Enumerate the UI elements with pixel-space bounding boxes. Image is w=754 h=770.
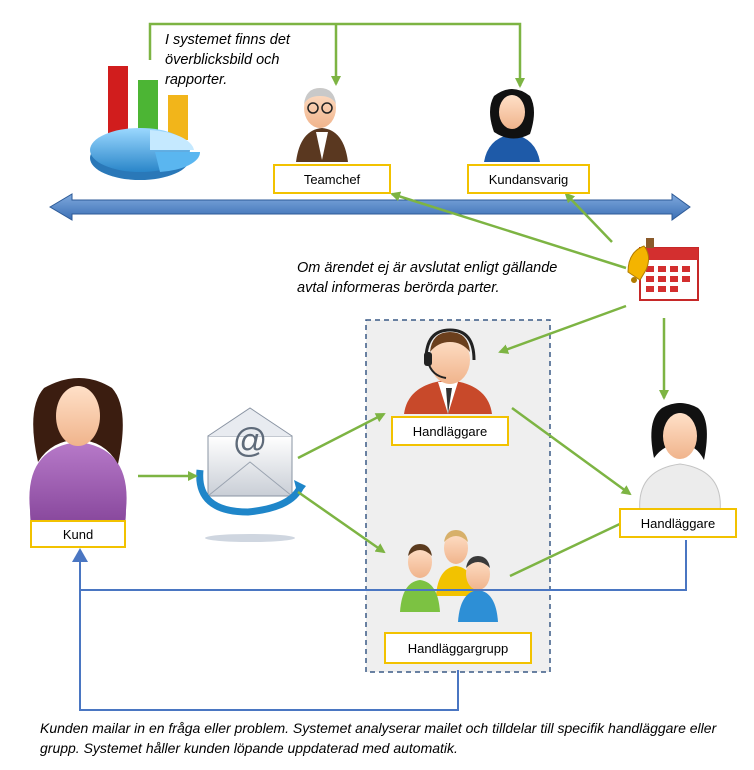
- overview-note: I systemet finns det överblicksbild och …: [165, 32, 290, 88]
- label-teamchef: Teamchef: [273, 164, 391, 194]
- feedback-line-lower: [79, 556, 459, 711]
- label-handlaggare-center: Handläggare: [391, 416, 509, 446]
- account-manager-icon: [484, 89, 540, 162]
- escalation-note: Om ärendet ej är avslutat enligt gälland…: [297, 260, 558, 296]
- agent-group-icon: [400, 530, 498, 622]
- email-to-agent: [297, 412, 386, 460]
- label-kundansvarig: Kundansvarig: [467, 164, 590, 194]
- label-handlaggare-right: Handläggare: [619, 508, 737, 538]
- escalation-to-kundansvarig: [564, 192, 613, 243]
- escalation-to-agent: [498, 304, 627, 354]
- email-icon: @: [196, 407, 306, 542]
- email-to-group: [297, 490, 386, 554]
- agent-woman-icon: [639, 403, 721, 513]
- label-handlaggargrupp: Handläggargrupp: [384, 632, 532, 664]
- agent-to-agent-woman: [511, 406, 632, 496]
- feedback-arrowhead: [72, 548, 88, 562]
- timeline-double-arrow: [49, 193, 691, 221]
- pie-chart-icon: [90, 66, 201, 180]
- svg-text:@: @: [233, 422, 268, 460]
- escalation-to-teamchef: [390, 191, 627, 270]
- group-to-agent-woman: [509, 520, 625, 578]
- feedback-line-upper: [80, 540, 687, 591]
- calendar-bell-icon: [627, 238, 699, 301]
- label-kund: Kund: [30, 520, 126, 548]
- bottom-caption: Kunden mailar in en fråga eller problem.…: [40, 720, 717, 756]
- support-agent-icon: [404, 328, 492, 414]
- manager-icon: [296, 88, 348, 162]
- customer-icon: [29, 378, 127, 540]
